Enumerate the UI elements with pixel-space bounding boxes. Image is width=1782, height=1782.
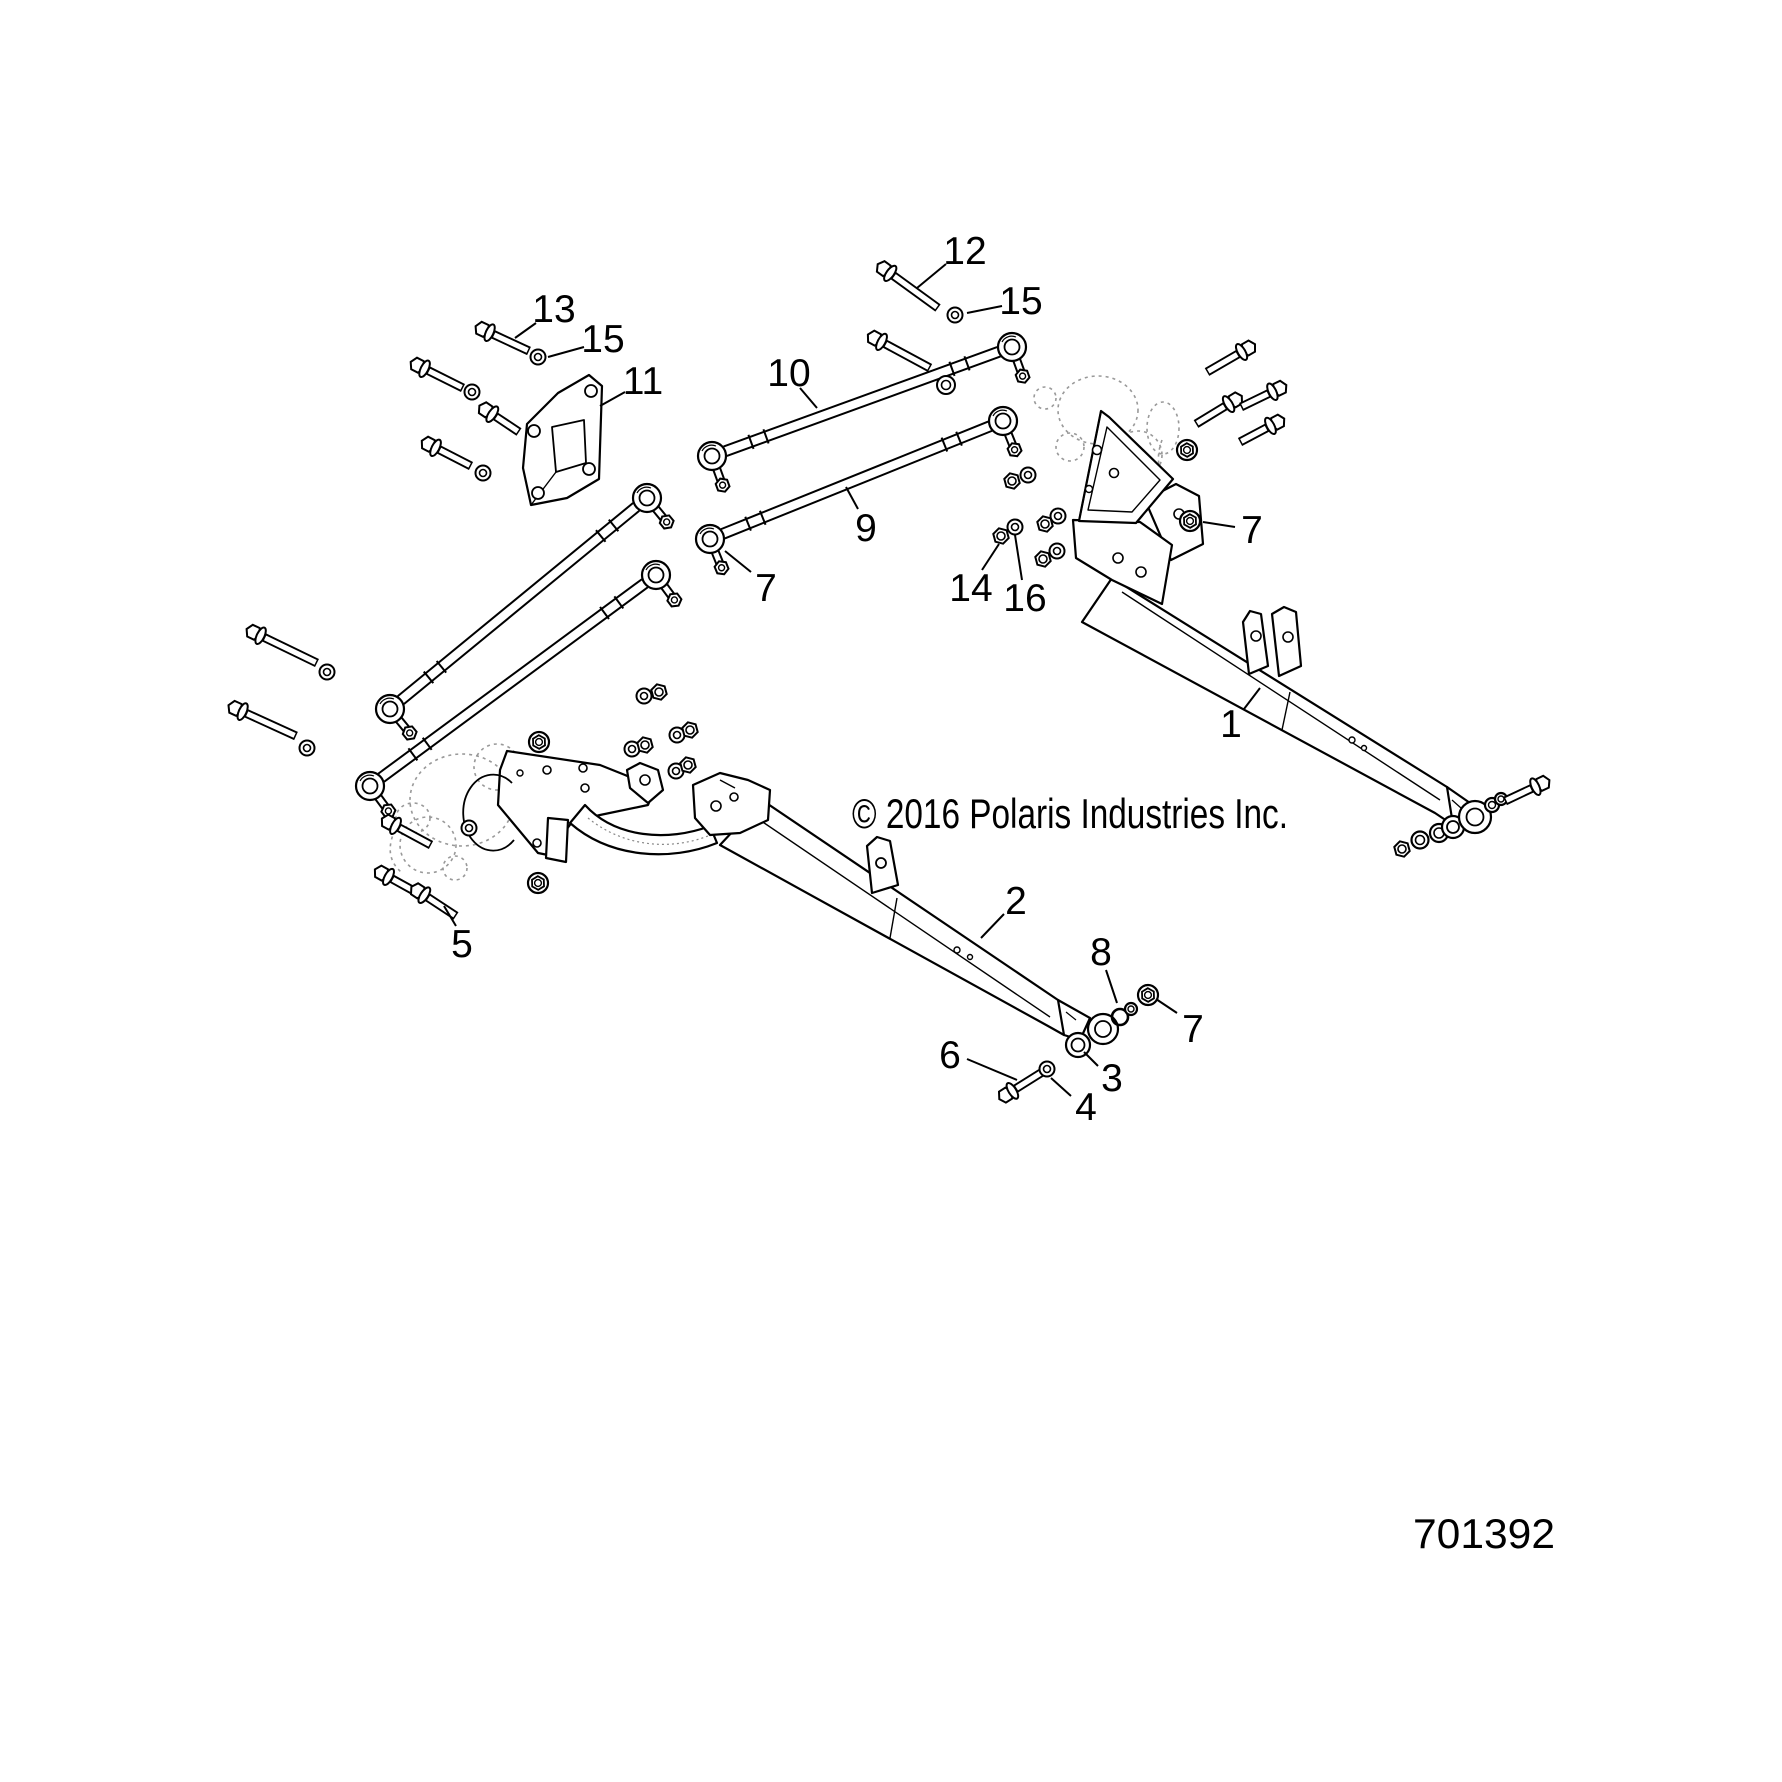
flange-bolt [227,699,298,741]
callout-label-11: 11 [623,360,664,403]
radius-rods [354,331,1031,819]
flange-bolt [380,813,434,849]
flange-bolt [1204,339,1256,376]
hex-nut [679,756,697,774]
flange-nut [526,871,550,895]
hex-nut [636,736,654,754]
flange-bolt [866,329,933,372]
callout-label-16: 16 [1003,577,1046,620]
callout-label-1: 1 [1220,703,1242,746]
washer [667,762,685,780]
fasteners [227,260,1551,1104]
flange-bolt [409,356,466,393]
callout-leader-15 [966,305,1003,314]
callout-leader-5 [443,905,457,927]
callout-leader-15 [547,346,585,358]
flange-bolt [373,864,417,895]
callout-leader-16 [1014,534,1023,581]
radius-rod [354,559,683,819]
callout-leader-14 [981,543,1000,571]
radius-rod [694,405,1023,576]
callout-label-15: 15 [999,280,1042,323]
sheet-number: 701392 [1413,1510,1555,1557]
flange-bolt [245,623,319,668]
callout-label-10: 10 [767,352,810,395]
trailing-arm-left [462,749,1139,1059]
callout-leader-1 [1243,687,1261,710]
washer [1048,542,1066,560]
flange-nut [1136,983,1160,1007]
flange-bolt [409,882,459,920]
washer [529,348,547,366]
washer [635,687,653,705]
washer [946,306,964,324]
callout-leader-9 [845,486,859,510]
hex-nut [992,527,1010,545]
trailing-arm-right [1071,409,1509,850]
washer [460,819,478,837]
flange-bolt [1239,379,1288,412]
flange-bolt [1193,391,1244,428]
callout-label-4: 4 [1075,1086,1097,1129]
flange-nut [527,730,551,754]
callout-leader-12 [916,263,947,289]
flange-bolt [477,401,522,436]
hex-nut [1034,550,1052,568]
rod-pivot-ring-hole [940,379,952,391]
flange-bolt [1503,774,1551,806]
flange-nut [1175,438,1199,462]
callout-label-15: 15 [581,318,624,361]
callout-label-2: 2 [1005,880,1027,923]
washer [1019,466,1037,484]
flange-bolt [474,320,531,356]
callout-leader-3 [1083,1051,1099,1067]
callout-label-7: 7 [1182,1008,1204,1051]
hex-nut [1036,515,1054,533]
callout-leader-4 [1050,1077,1072,1097]
hex-nut [650,683,668,701]
flange-bolt [997,1067,1047,1104]
callout-label-9: 9 [855,507,877,550]
callout-label-6: 6 [939,1034,961,1077]
callout-leader-7 [1155,998,1178,1014]
callout-label-8: 8 [1090,931,1112,974]
washer [298,739,316,757]
callout-leader-2 [980,913,1005,939]
flange-bolt [1237,413,1286,446]
callout-leader-13 [514,322,537,339]
flange-bolt [875,260,941,312]
callout-leader-11 [599,391,626,407]
copyright-text: © 2016 Polaris Industries Inc. [852,790,1288,837]
hex-nut [681,721,699,739]
callout-label-14: 14 [949,567,992,610]
callout-label-7: 7 [1241,509,1263,552]
ghost-hub-left [389,743,521,881]
washer [1049,507,1067,525]
radius-rod [374,482,675,741]
callout-leader-7 [724,550,752,573]
callout-label-12: 12 [943,230,986,273]
callout-leader-10 [799,387,818,409]
flange-bolt [420,435,474,471]
washer [1006,518,1024,536]
flange-nut [1178,509,1202,533]
washer [1038,1060,1056,1078]
callout-leader-7 [1202,521,1236,528]
mount-bracket-plate [521,373,604,507]
callout-leader-8 [1105,969,1118,1004]
callout-label-5: 5 [451,923,473,966]
callout-leader-6 [966,1058,1018,1081]
callout-label-3: 3 [1101,1057,1123,1100]
hex-nut [1393,840,1411,858]
callout-label-7: 7 [755,567,777,610]
hex-nut [1003,472,1021,490]
radius-rod [696,331,1031,493]
washer [474,464,492,482]
callout-label-13: 13 [532,288,575,331]
washer [463,383,481,401]
washer [318,663,336,681]
